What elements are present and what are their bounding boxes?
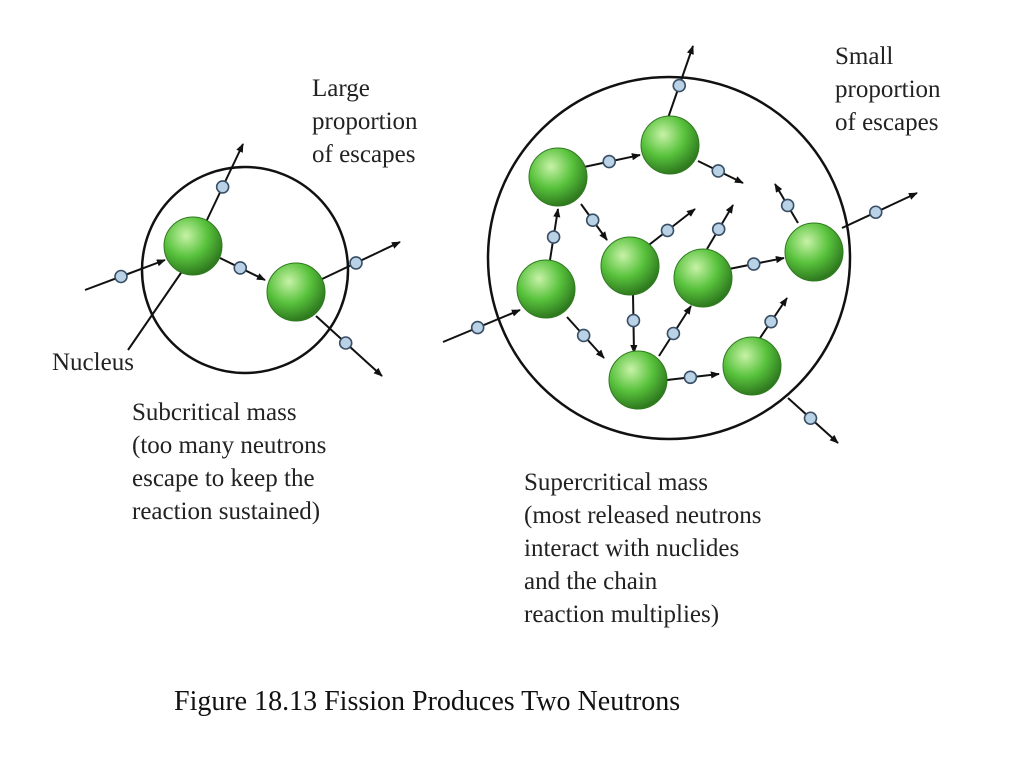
neutron-particle [470,320,485,335]
nucleus-pointer-line [127,269,184,351]
neutron-particle [114,269,128,284]
neutron-path [644,208,696,249]
neutron-path [757,297,788,342]
neutron-particle [780,198,795,213]
supercritical-boundary [486,75,852,441]
subcritical-boundary [140,165,350,375]
nucleus [266,262,326,322]
neutron-particle [803,411,818,426]
neutron-to-nucleus [626,293,641,354]
neutron-path [658,305,692,357]
neutron-path [774,183,799,224]
neutron-particle [711,222,726,236]
escaping-neutron [667,45,694,119]
supercritical-mass-group [442,45,918,444]
escaping-neutron [319,241,401,281]
neutron-particle [683,370,698,385]
nucleus [640,115,700,175]
nucleus-label: Nucleus [52,349,134,376]
nucleus [722,336,782,396]
neutron-to-nucleus [580,203,608,241]
nucleus [163,216,223,276]
neutron-to-nucleus [219,257,266,281]
incoming-neutron [442,309,521,343]
neutron-particle [868,205,883,220]
neutron-path [706,204,734,250]
neutron-particle [546,230,561,244]
escaping-neutron [205,143,244,223]
neutron-to-nucleus [583,153,641,169]
escaping-neutron [315,315,383,377]
nucleus [516,259,576,319]
neutron-particle [660,223,675,238]
incoming-neutron [84,259,166,291]
supercritical-neutron-paths [442,45,918,444]
escaping-neutron [787,397,839,444]
neutron-particle [585,213,600,227]
figure-caption: Figure 18.13 Fission Produces Two Neutro… [174,686,681,717]
supercritical-mass-title: Supercritical mass (most released neutro… [524,469,762,628]
neutron-particle [576,328,591,343]
neutron-path [697,160,744,184]
escaping-neutron [841,192,918,229]
neutron-to-nucleus [566,316,605,359]
subcritical-nuclei [163,216,326,322]
nucleus [528,147,588,207]
supercritical-nuclei [516,115,844,410]
neutron-particle [626,313,641,328]
supercritical-escapes-label: Small proportion of escapes [835,43,941,136]
subcritical-mass-group [84,143,401,377]
neutron-particle [711,164,726,178]
nucleus [600,236,660,296]
nucleus [673,248,733,308]
neutron-particle [746,257,761,271]
subcritical-escapes-label: Large proportion of escapes [312,75,418,168]
nucleus [608,350,668,410]
nucleus [784,222,844,282]
subcritical-mass-title: Subcritical mass (too many neutrons esca… [132,399,327,525]
neutron-particle [602,154,617,169]
subcritical-neutron-paths [84,143,401,377]
neutron-path [546,208,561,261]
neutron-to-nucleus [666,370,720,385]
neutron-to-nucleus [728,256,785,271]
neutron-particle [666,326,681,341]
neutron-particle [672,78,687,93]
neutron-particle [349,256,363,270]
neutron-particle [215,180,230,194]
neutron-particle [764,314,778,329]
neutron-particle [338,336,353,350]
neutron-particle [233,261,248,275]
